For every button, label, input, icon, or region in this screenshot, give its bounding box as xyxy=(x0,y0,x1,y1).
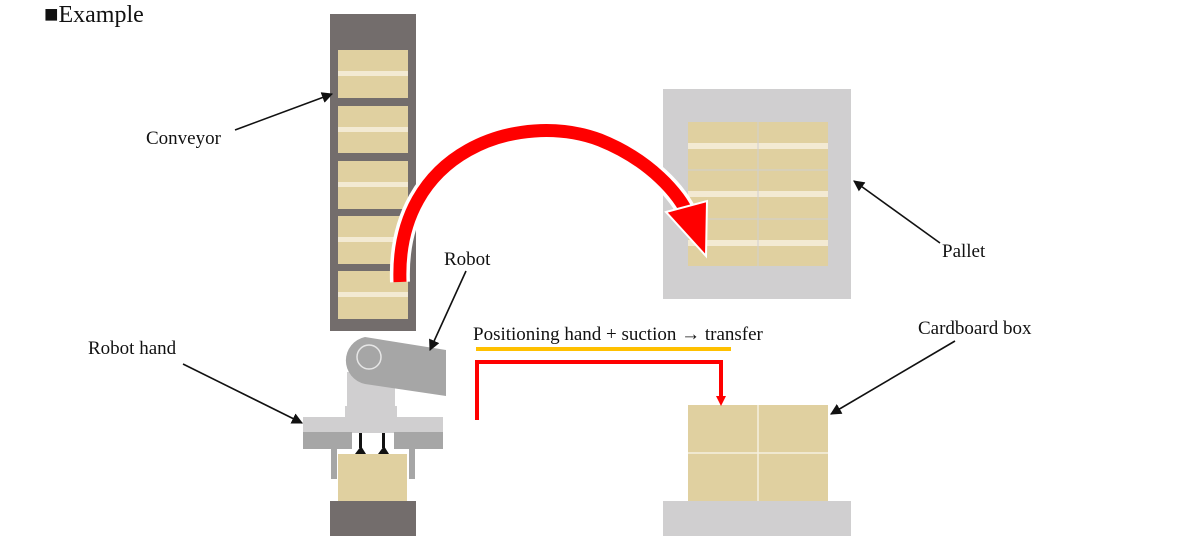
label-robot: Robot xyxy=(444,249,491,270)
transfer-bracket-arrow xyxy=(475,347,731,420)
suction-cups xyxy=(355,433,389,454)
label-robot-hand: Robot hand xyxy=(88,338,177,359)
page-title: ■Example xyxy=(44,2,144,28)
label-process: Positioning hand + suction → transfer xyxy=(473,324,763,345)
robot xyxy=(303,337,446,536)
cardboard-box xyxy=(663,405,851,536)
label-cardboard-box: Cardboard box xyxy=(918,318,1032,339)
callout-arrows xyxy=(182,92,956,424)
label-pallet: Pallet xyxy=(942,241,986,262)
conveyor xyxy=(330,14,416,331)
label-conveyor: Conveyor xyxy=(146,128,221,149)
pallet xyxy=(663,89,851,299)
transfer-arc-arrow xyxy=(389,120,709,283)
